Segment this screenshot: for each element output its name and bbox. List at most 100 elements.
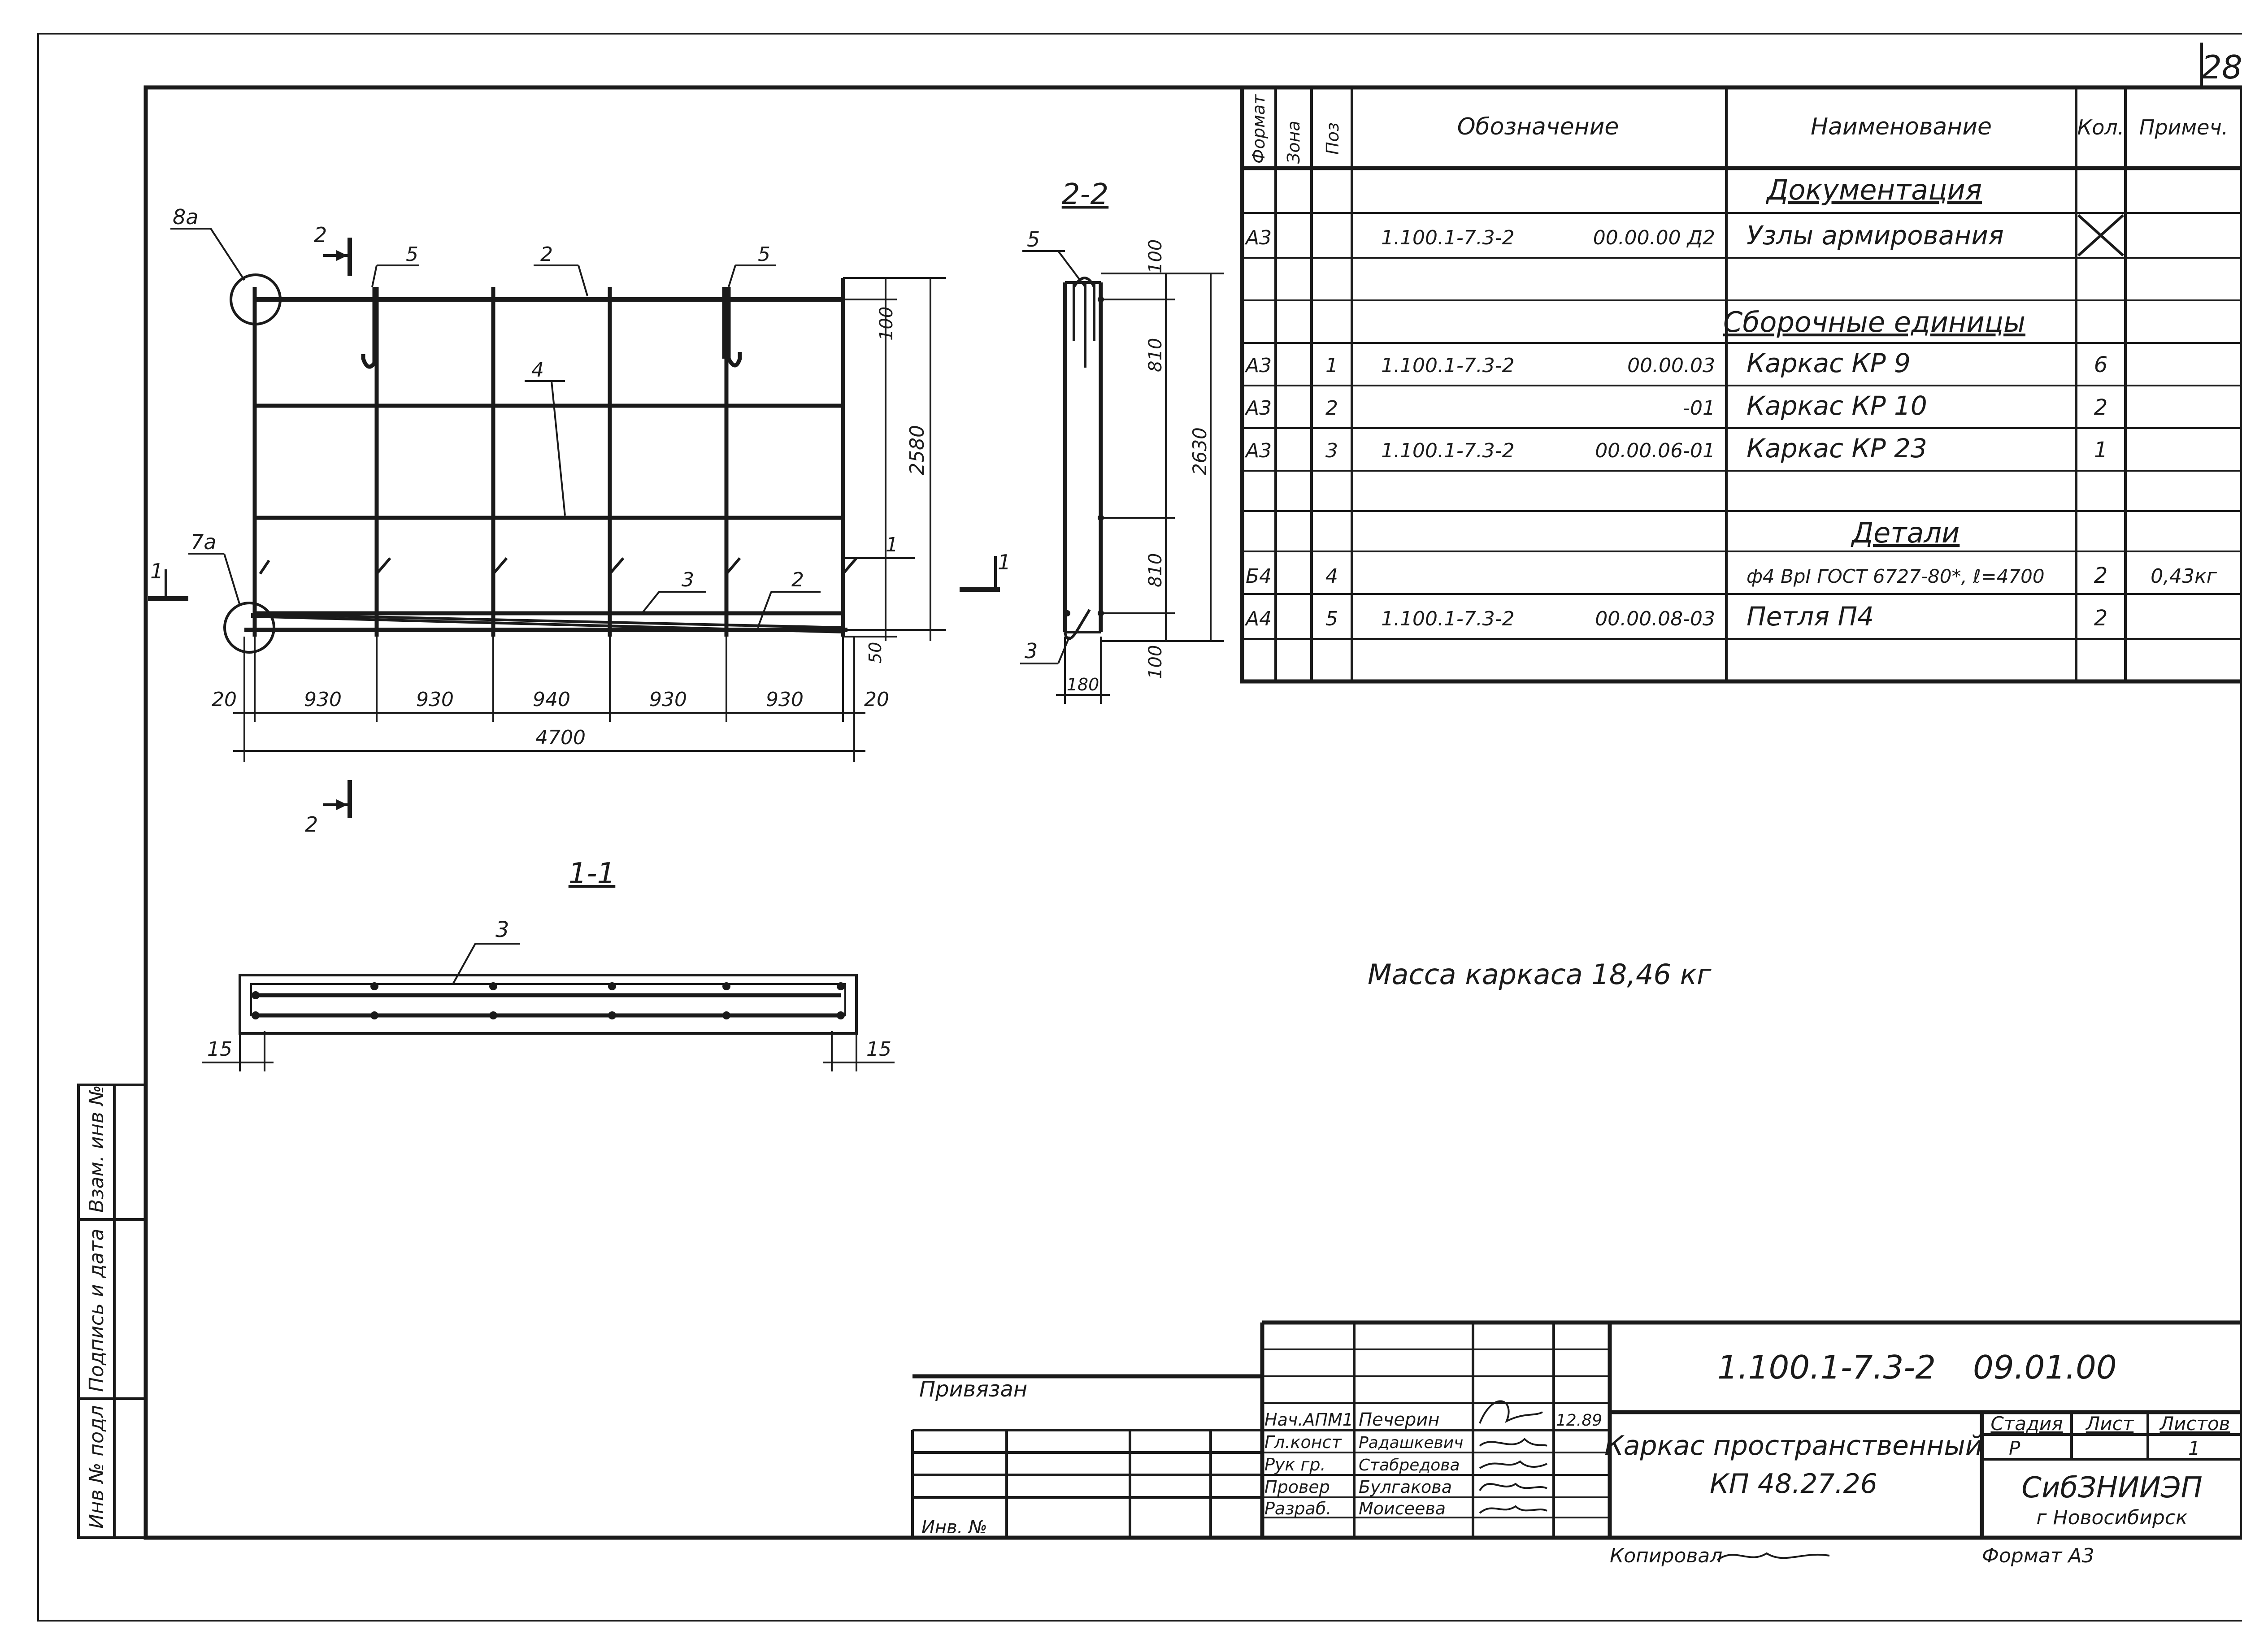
sheet-number-box: 28 [2200, 43, 2242, 87]
dim-940: 940 [533, 688, 570, 711]
header-name: Наименование [1811, 113, 1992, 140]
row5-pos: 4 [1325, 565, 1338, 588]
row2-name: Каркас КР 9 [1747, 348, 1911, 378]
pos-label-2-top: 2 [540, 243, 553, 266]
row2-qty: 6 [2094, 352, 2108, 377]
loop-left [361, 287, 377, 369]
role-1: Нач.АПМ1 [1264, 1410, 1353, 1430]
row3-pos: 2 [1325, 397, 1338, 420]
stamp-sign-date: Подпись и дата [85, 1229, 108, 1392]
name-5: Моисеева [1359, 1499, 1446, 1518]
stamp-inv-orig: Инв № подл [85, 1405, 108, 1529]
dim-20-left: 20 [212, 688, 237, 711]
section-mark-2-top: 2 [314, 223, 327, 247]
section-2-2: 2-2 5 3 100 810 2630 810 100 [1020, 178, 1224, 704]
dim-2580: 2580 [906, 425, 929, 475]
row6-qty: 2 [2094, 606, 2108, 631]
role-3: Рук гр. [1264, 1455, 1326, 1474]
row6-code: 00.00.08-03 [1595, 607, 1715, 630]
section-mark-1-right: 1 [998, 550, 1011, 574]
diagonal-bar [251, 615, 843, 633]
row6-doc: 1.100.1-7.3-2 [1381, 607, 1515, 630]
pos-label-5-left: 5 [406, 243, 418, 266]
role-2: Гл.конст [1264, 1432, 1342, 1452]
object-name-2: КП 48.27.26 [1710, 1468, 1877, 1500]
row1-name: Узлы армирования [1747, 220, 2004, 251]
sheets-value: 1 [2188, 1437, 2200, 1459]
section-details: Детали [1851, 516, 1960, 549]
pos-label-1: 1 [886, 533, 898, 556]
tied-label: Привязан [919, 1377, 1027, 1402]
dim-930-2: 930 [416, 688, 454, 711]
row2-code: 00.00.03 [1627, 354, 1715, 377]
sheet-label: Лист [2085, 1413, 2134, 1435]
row2-format: А3 [1244, 354, 1272, 377]
dim-930-4: 930 [766, 688, 804, 711]
callout-7a: 7а [191, 530, 216, 554]
plan-view: 8а 7а 5 2 5 4 1 3 2 2 2 [148, 205, 1011, 837]
org-name: СибЗНИИЭП [2021, 1471, 2202, 1505]
name-3: Стабредова [1359, 1456, 1460, 1474]
row4-name: Каркас КР 23 [1747, 433, 1927, 464]
sec22-dim-2630: 2630 [1189, 427, 1211, 475]
sec22-dim-100-top: 100 [1145, 239, 1166, 273]
sheet-code: 09.01.00 [1973, 1348, 2117, 1386]
loop-right [726, 287, 742, 368]
mass-note: Масса каркаса 18,46 кг [1368, 958, 1712, 991]
section-mark-1-left: 1 [150, 559, 163, 583]
row2-doc: 1.100.1-7.3-2 [1381, 354, 1515, 377]
org-city: г Новосибирск [2036, 1506, 2188, 1529]
format-label: Формат А3 [1982, 1544, 2094, 1567]
header-zone: Зона [1284, 121, 1303, 164]
section-assemblies: Сборочные единицы [1723, 306, 2025, 338]
section-1-1-title: 1-1 [569, 857, 616, 890]
side-stamp: Инв № подл Подпись и дата Взам. инв № [77, 1084, 147, 1539]
section-mark-2-bottom: 2 [305, 812, 318, 837]
row3-qty: 2 [2094, 395, 2108, 420]
row5-note: 0,43кг [2151, 565, 2217, 588]
sec22-dim-180: 180 [1067, 675, 1099, 694]
sheet-edge [37, 33, 2242, 1622]
copied-label: Копировал [1610, 1544, 1722, 1567]
dim-20-right: 20 [864, 688, 889, 711]
row3-code: -01 [1683, 397, 1715, 420]
spec-table: Формат Зона Поз Обозначение Наименование… [1240, 85, 2242, 684]
signature-1 [1479, 1400, 1543, 1424]
section-2-2-title: 2-2 [1062, 178, 1109, 211]
sec11-pos-3: 3 [495, 917, 509, 942]
section-documentation: Документация [1765, 173, 1982, 206]
sec22-dim-810-bottom: 810 [1145, 553, 1166, 587]
signature-5 [1479, 1505, 1547, 1514]
callout-8a: 8а [173, 205, 198, 229]
pos-label-4: 4 [531, 359, 544, 382]
row3-format: А3 [1244, 397, 1272, 420]
sec22-dim-810-top: 810 [1145, 338, 1166, 372]
row1-code: 00.00.00 Д2 [1593, 226, 1715, 249]
stage-value: Р [2009, 1437, 2020, 1459]
row6-pos: 5 [1325, 607, 1338, 630]
header-designation: Обозначение [1457, 113, 1619, 140]
sec22-dim-100-bottom: 100 [1145, 645, 1166, 679]
stamp-replace-inv: Взам. инв № [85, 1085, 108, 1213]
sheet-number: 28 [2201, 48, 2242, 86]
row1-doc: 1.100.1-7.3-2 [1381, 226, 1515, 249]
header-qty: Кол. [2077, 115, 2125, 139]
header-pos: Поз [1323, 122, 1343, 155]
row5-qty: 2 [2094, 563, 2108, 588]
dim-930-1: 930 [304, 688, 342, 711]
doc-number: 1.100.1-7.3-2 [1717, 1348, 1936, 1386]
sec11-dim-15-right: 15 [866, 1038, 891, 1061]
row4-doc: 1.100.1-7.3-2 [1381, 439, 1515, 462]
row5-format: Б4 [1246, 565, 1272, 588]
diagonal-bar [251, 613, 843, 629]
row4-format: А3 [1244, 439, 1272, 462]
object-name-1: Каркас пространственный [1604, 1430, 1983, 1461]
date-cell: 12.89 [1556, 1411, 1602, 1430]
stage-label: Стадия [1990, 1413, 2063, 1435]
dim-4700: 4700 [535, 726, 586, 749]
header-note: Примеч. [2139, 115, 2229, 139]
signature-4 [1479, 1483, 1547, 1492]
sheets-label: Листов [2159, 1413, 2230, 1435]
row4-qty: 1 [2094, 438, 2108, 463]
row2-pos: 1 [1325, 354, 1338, 377]
